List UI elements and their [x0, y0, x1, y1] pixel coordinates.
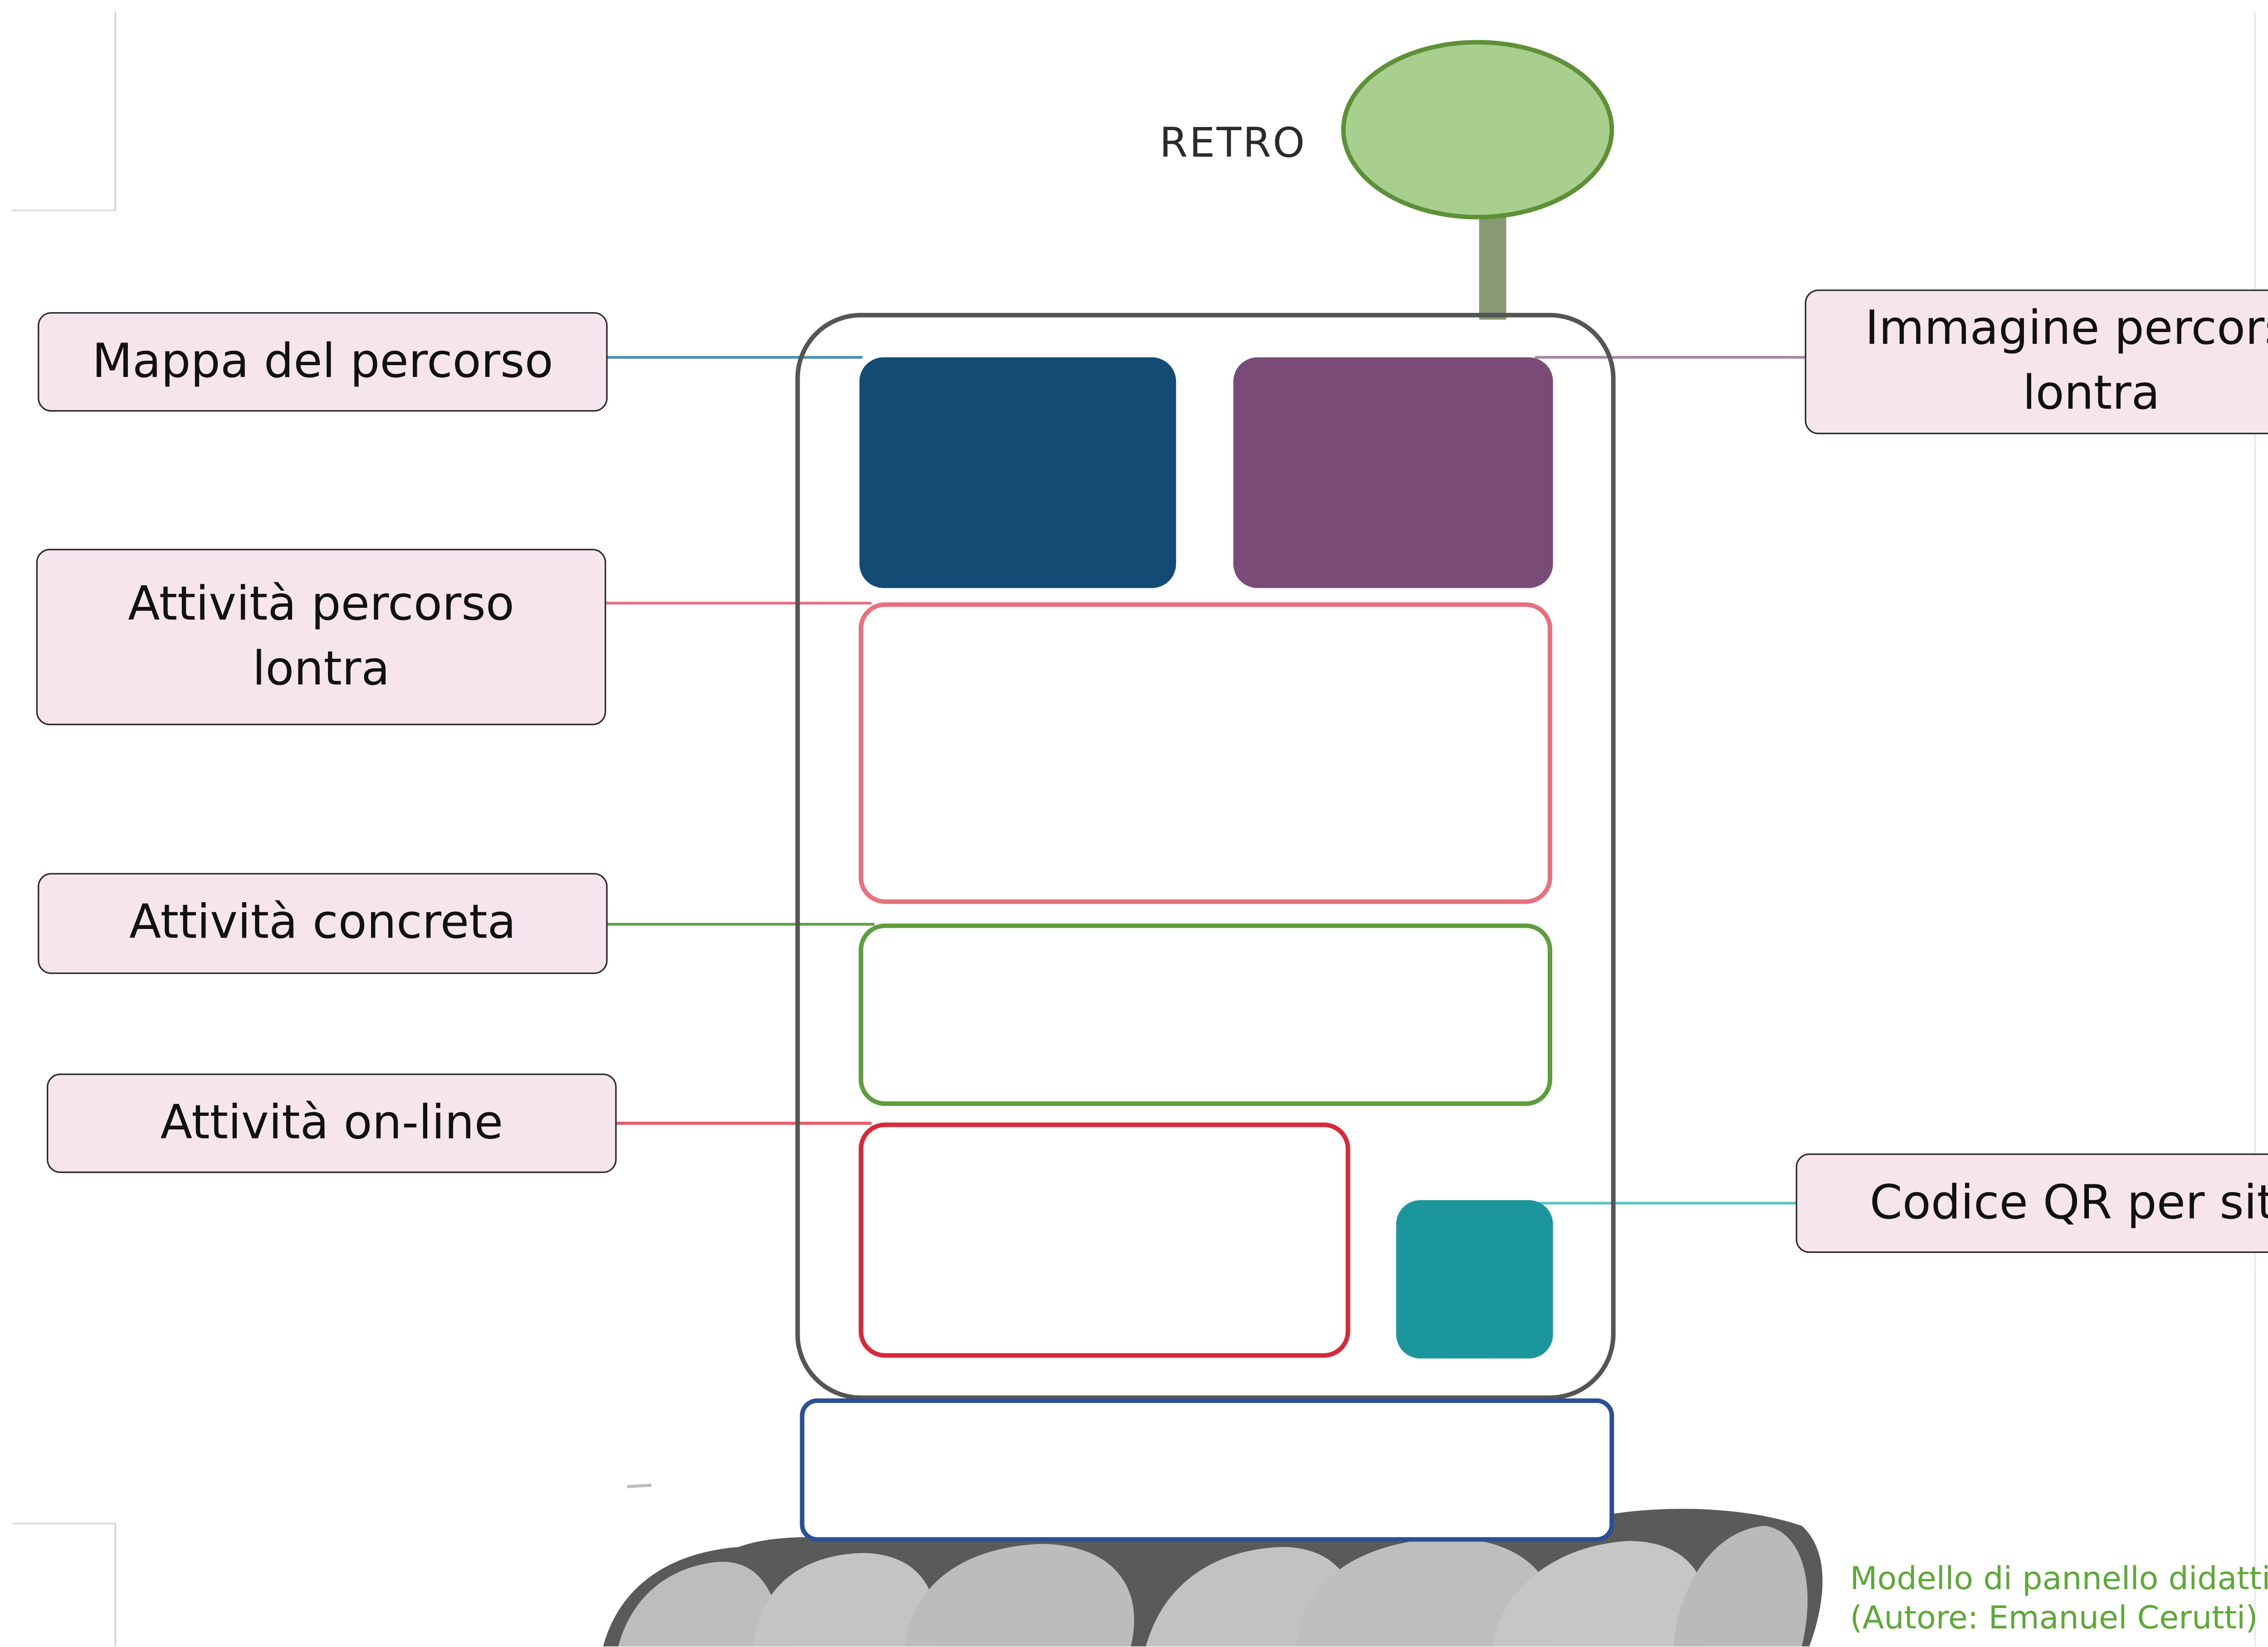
caption-line-2: (Autore: Emanuel Cerutti) — [1850, 1600, 2258, 1637]
label-attivita-on-line: Attività on-line — [47, 1073, 617, 1173]
stray-mark — [627, 1483, 652, 1488]
rock-5 — [1296, 1538, 1556, 1647]
retro-label: RETRO — [1159, 120, 1306, 167]
panel-base — [800, 1398, 1614, 1542]
page-guide-right — [2254, 12, 2256, 1647]
label-attivita-percorso-lontra: Attività percorso lontra — [36, 548, 606, 725]
label-mappa-del-percorso: Mappa del percorso — [38, 312, 608, 412]
panel-frame — [795, 313, 1616, 1400]
rock-6 — [1492, 1541, 1708, 1647]
label-immagine-percorso-lontra: Immagine percorso lontra — [1804, 289, 2268, 435]
tree-crown — [1341, 40, 1614, 220]
figure-caption: Modello di pannello didattico, la (Autor… — [1850, 1559, 2268, 1638]
image-block — [1233, 357, 1553, 588]
label-attivita-concreta: Attività concreta — [38, 873, 608, 974]
page-guide-top-horizontal — [12, 210, 115, 211]
activity-lontra-block — [859, 602, 1553, 904]
rock-2 — [754, 1553, 936, 1647]
rock-1 — [618, 1562, 784, 1647]
activity-concrete-block — [859, 923, 1553, 1106]
label-codice-qr-per-sito: Codice QR per sito — [1795, 1153, 2268, 1253]
tree-trunk — [1479, 211, 1506, 320]
page-guide-left-bottom — [114, 1523, 116, 1647]
rock-3 — [904, 1544, 1134, 1647]
caption-line-1: Modello di pannello didattico, la — [1850, 1560, 2268, 1597]
page-guide-left-top — [114, 12, 116, 211]
page-guide-bottom-horizontal — [12, 1523, 115, 1525]
qr-block — [1396, 1200, 1553, 1359]
map-block — [859, 357, 1176, 588]
rock-7 — [1673, 1525, 1808, 1647]
rock-pile — [603, 1509, 1823, 1647]
activity-online-block — [859, 1122, 1350, 1358]
